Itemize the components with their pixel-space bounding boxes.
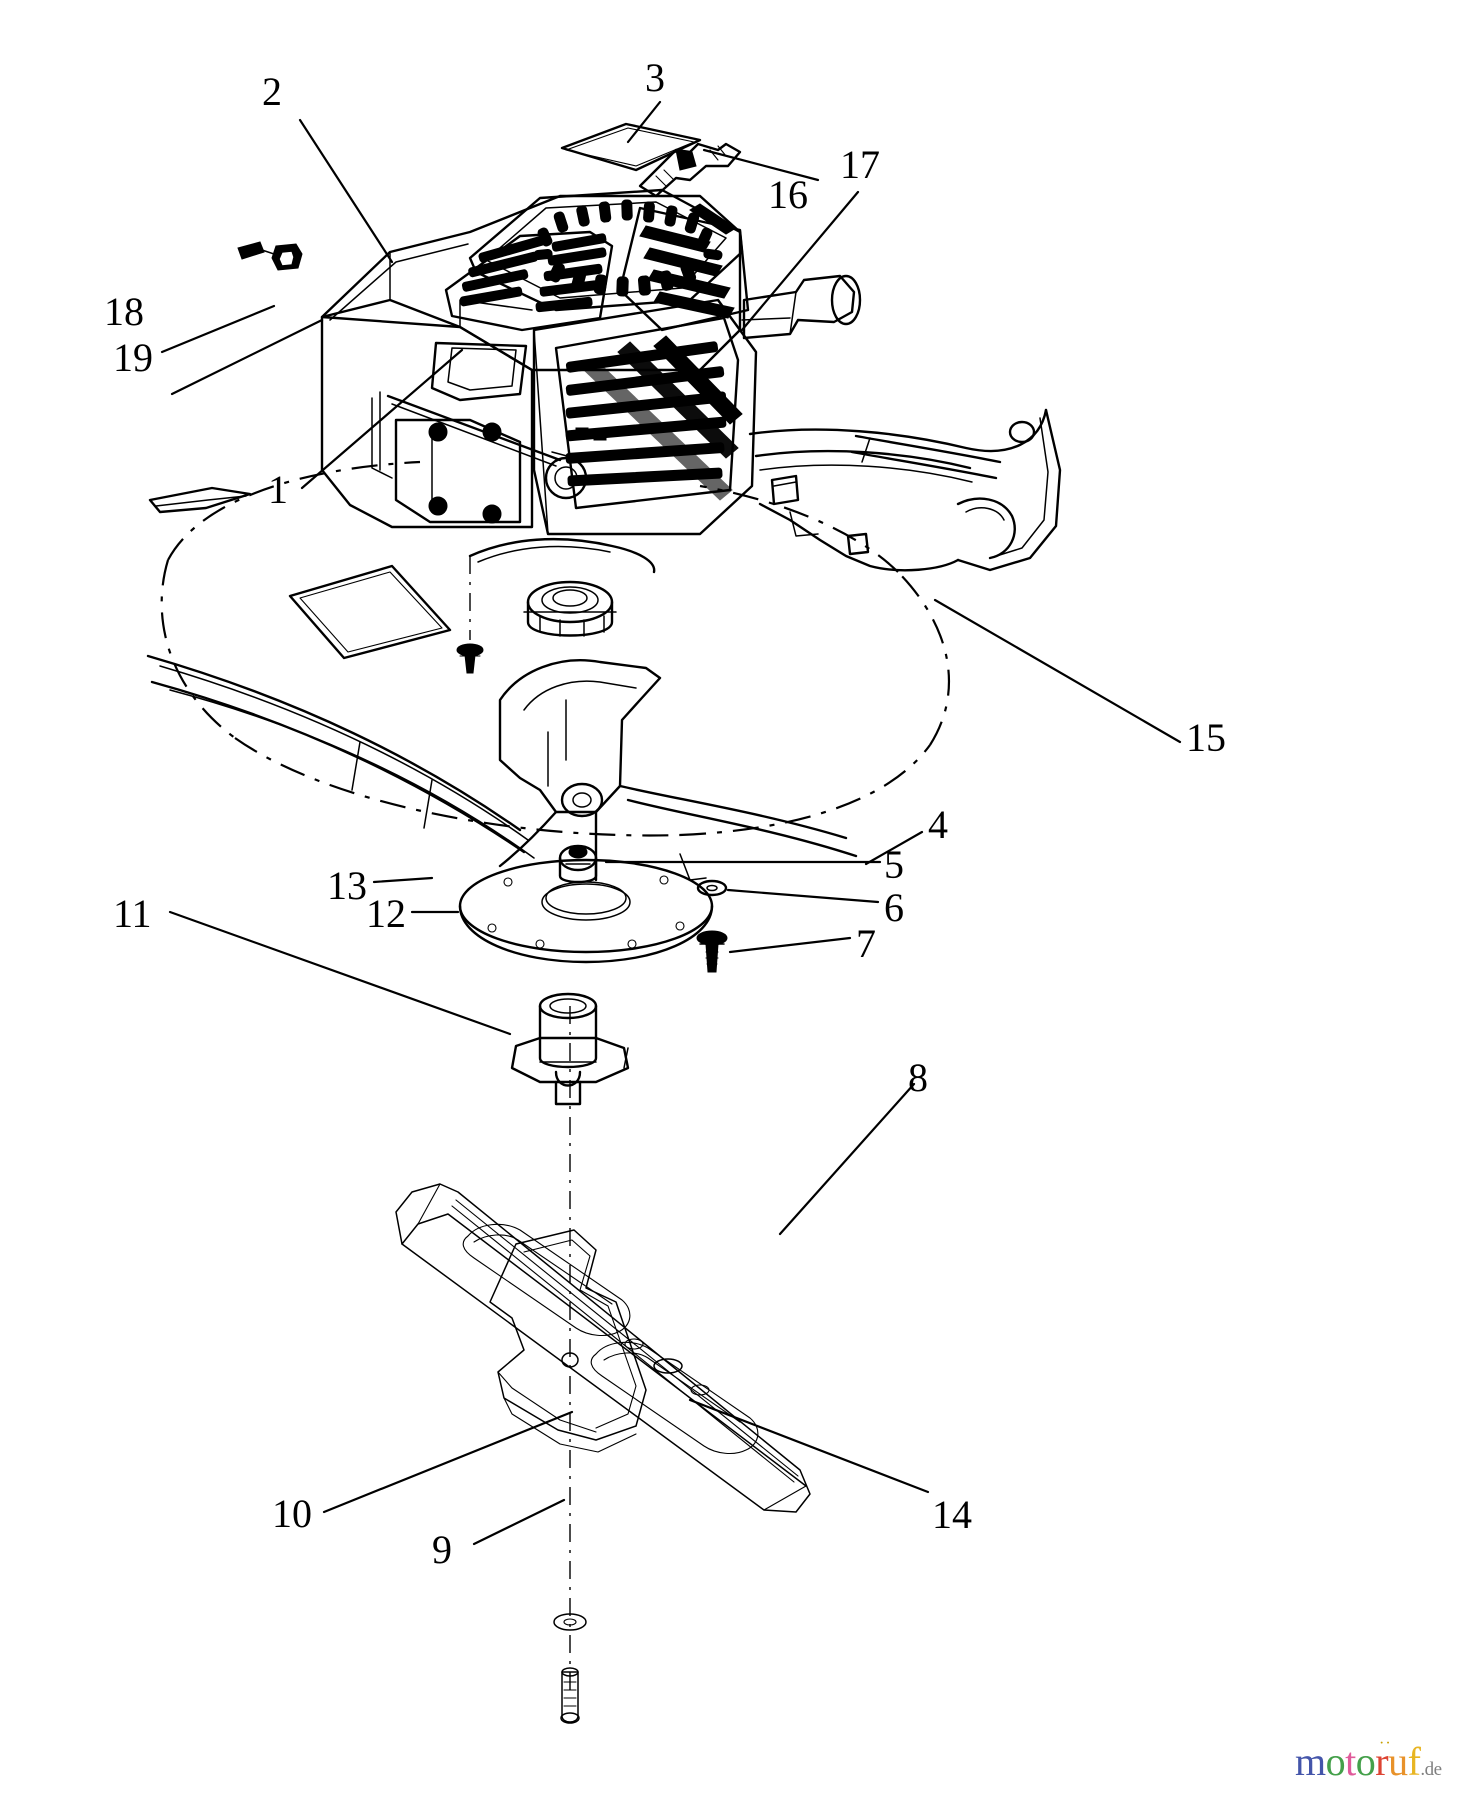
item7-screw — [696, 930, 728, 973]
watermark-tld: .de — [1420, 1759, 1442, 1780]
engine-assembly — [237, 188, 862, 536]
callout-7: 7 — [856, 921, 876, 966]
watermark-letter-t: t — [1345, 1739, 1356, 1784]
callout-13: 13 — [327, 863, 367, 908]
watermark-letter-o2: o — [1355, 1739, 1376, 1784]
item8-mower-blade — [395, 1183, 811, 1513]
item14-blade-plate — [489, 1229, 647, 1453]
callout-16: 16 — [768, 172, 808, 217]
callout-12: 12 — [366, 891, 406, 936]
callout-17: 17 — [840, 142, 880, 187]
callout-14: 14 — [932, 1492, 972, 1537]
item15-handle-bracket — [748, 408, 1062, 572]
watermark-letter-r: r — [1375, 1739, 1389, 1784]
callout-19: 19 — [113, 335, 153, 380]
item4-spindle-bearing — [468, 537, 656, 637]
deck-center-housing — [458, 659, 858, 964]
callout-5: 5 — [884, 842, 904, 887]
callout-8: 8 — [908, 1055, 928, 1100]
deck-screw-upper — [456, 556, 484, 674]
callout-leader-lines — [160, 100, 1182, 1546]
callout-4: 4 — [928, 802, 948, 847]
callout-3: 3 — [645, 55, 665, 100]
item5-flange-nut — [558, 844, 598, 884]
engine-clip-and-screw — [237, 241, 303, 271]
item10-washer — [553, 1613, 587, 1631]
item9-bolt — [560, 1667, 580, 1724]
watermark-letter-u: u — [1388, 1739, 1408, 1784]
callout-11: 11 — [113, 891, 152, 936]
callout-18: 18 — [104, 289, 144, 334]
watermark-letter-m: m — [1295, 1739, 1326, 1784]
deck-left-rail — [146, 654, 535, 859]
callout-6: 6 — [884, 885, 904, 930]
item6-washer — [696, 879, 728, 897]
item11-blade-adapter — [510, 992, 630, 1106]
deck-plate-label — [288, 564, 452, 660]
watermark-dots: ·· — [1379, 1735, 1392, 1752]
callout-10: 10 — [272, 1491, 312, 1536]
watermark-letter-f: f — [1407, 1739, 1421, 1784]
callout-1: 1 — [268, 467, 288, 512]
motoruf-watermark: ·· motoruf.de — [1295, 1736, 1442, 1784]
callout-9: 9 — [432, 1527, 452, 1572]
callout-15: 15 — [1186, 715, 1226, 760]
watermark-letter-o1: o — [1325, 1739, 1346, 1784]
mower-deck-outline — [148, 460, 950, 837]
gasket-and-spark-plug — [560, 122, 742, 198]
callout-2: 2 — [262, 69, 282, 114]
